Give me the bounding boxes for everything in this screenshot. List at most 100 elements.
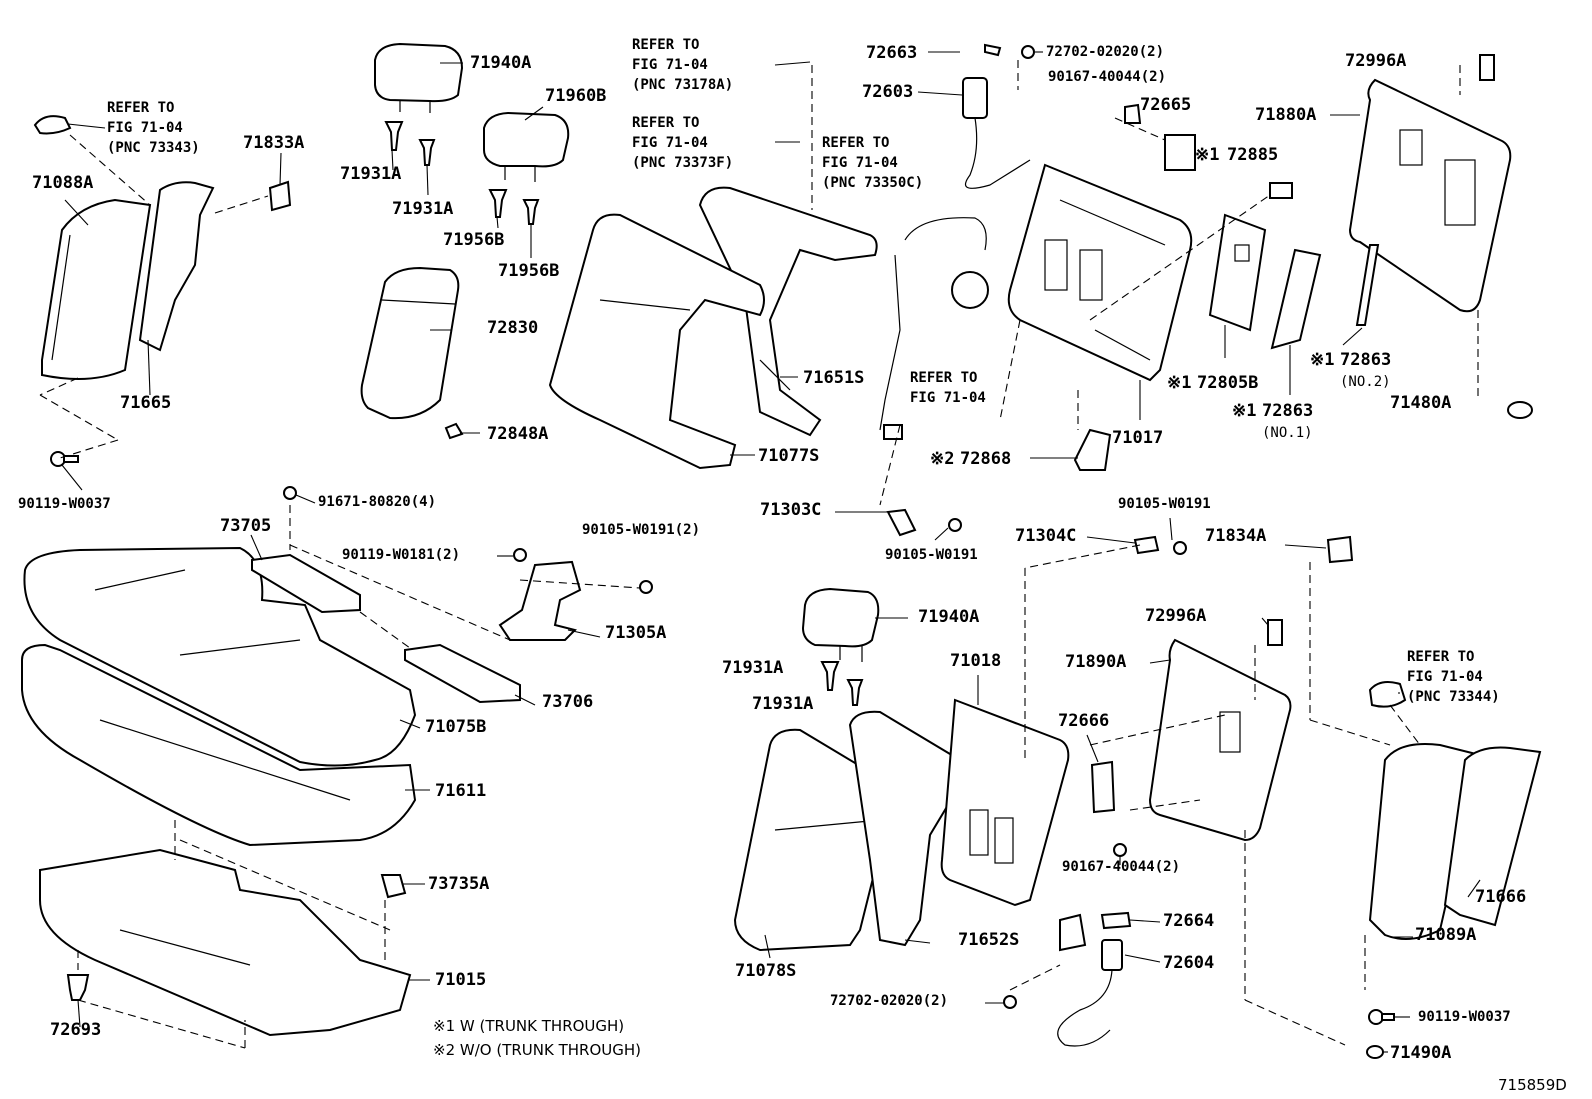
hook-ref-73344 xyxy=(1368,681,1407,708)
assembly-dashed-lines xyxy=(39,60,1479,1049)
wire-73706 xyxy=(404,643,521,704)
part-label-71665: 71665 xyxy=(120,393,172,413)
belt-72604 xyxy=(1003,911,1132,1047)
part-label-71833A: 71833A xyxy=(243,133,305,153)
part-label-71931A: 71931A xyxy=(722,658,784,678)
cushion-cover-71075B xyxy=(23,546,417,767)
part-label-71931A: 71931A xyxy=(392,199,454,219)
part-label-71078S: 71078S xyxy=(735,961,797,981)
mark-72885: ※1 xyxy=(1195,145,1220,165)
part-label-71305A: 71305A xyxy=(605,623,667,643)
mark-72863-no1: ※1 xyxy=(1232,401,1257,421)
part-label-90119-W0037-left: 90119-W0037 xyxy=(18,496,111,512)
stay-72863-no1 xyxy=(1270,248,1322,350)
refer-line: REFER TO xyxy=(107,100,175,116)
refer-note-73343: REFER TO FIG 71-04 (PNC 73343) xyxy=(107,98,200,158)
part-label-71018: 71018 xyxy=(950,651,1002,671)
part-label-90105-W0191-2: 90105-W0191(2) xyxy=(582,522,701,538)
part-label-72664: 72664 xyxy=(1163,911,1215,931)
legend-text: W (TRUNK THROUGH) xyxy=(459,1017,625,1035)
bracket-71305A xyxy=(283,486,653,641)
side-trim-left-71088A xyxy=(41,198,152,380)
belt-retractor-assy xyxy=(879,217,989,440)
refer-note-fig-71-04: REFER TO FIG 71-04 xyxy=(910,368,986,408)
clip-72996A-bottom xyxy=(1267,619,1283,646)
part-label-72863-no1: 72863 xyxy=(1262,401,1314,421)
part-sublabel-no2: (NO.2) xyxy=(1340,374,1391,390)
refer-line: (PNC 73344) xyxy=(1407,689,1500,705)
legend-mark: ※1 xyxy=(433,1017,456,1035)
refer-note-73350C: REFER TO FIG 71-04 (PNC 73350C) xyxy=(822,133,923,193)
part-label-73706: 73706 xyxy=(542,692,594,712)
part-label-90105-W0191-a: 90105-W0191 xyxy=(885,547,978,563)
figure-code: 715859D xyxy=(1498,1076,1567,1094)
refer-line: (PNC 73343) xyxy=(107,140,200,156)
part-label-71880A: 71880A xyxy=(1255,105,1317,125)
board-71890A xyxy=(1148,638,1292,842)
part-label-71088A: 71088A xyxy=(32,173,94,193)
hook-ref-73343 xyxy=(33,115,72,135)
part-label-71931A: 71931A xyxy=(752,694,814,714)
refer-line: REFER TO xyxy=(910,370,978,386)
belt-buckle-72603 xyxy=(962,77,1031,189)
part-label-90119-W0037-right: 90119-W0037 xyxy=(1418,1009,1511,1025)
part-label-90167-40044-top: 90167-40044(2) xyxy=(1048,69,1167,85)
wire-73705 xyxy=(251,553,361,614)
refer-line: (PNC 73350C) xyxy=(822,175,924,191)
clip-72693 xyxy=(66,974,90,1001)
seatback-frame-71018 xyxy=(940,698,1070,907)
part-label-72604: 72604 xyxy=(1163,953,1215,973)
board-71880A xyxy=(1348,78,1512,313)
clip-72996A-top xyxy=(1479,54,1495,81)
refer-line: FIG 71-04 xyxy=(632,135,708,151)
mark-72805B: ※1 xyxy=(1167,373,1192,393)
legend-item-wo-trunk-through: ※2 W/O (TRUNK THROUGH) xyxy=(433,1041,641,1059)
legend-mark: ※2 xyxy=(433,1041,456,1059)
side-trim-inner-71665 xyxy=(138,181,215,352)
part-label-72848A: 72848A xyxy=(487,424,549,444)
mark-72863-no2: ※1 xyxy=(1310,350,1335,370)
part-label-90105-W0191-b: 90105-W0191 xyxy=(1118,496,1211,512)
panel-72805B xyxy=(1208,213,1267,332)
clip-71833A xyxy=(268,180,292,212)
part-label-72885: 72885 xyxy=(1227,145,1279,165)
refer-line: FIG 71-04 xyxy=(822,155,898,171)
part-label-71017: 71017 xyxy=(1112,428,1164,448)
part-label-72830: 72830 xyxy=(487,318,539,338)
plug-71480A xyxy=(1507,401,1533,419)
buckle-bracket xyxy=(1059,913,1087,952)
refer-line: (PNC 73373F) xyxy=(632,155,734,171)
part-label-71960B: 71960B xyxy=(545,86,607,106)
part-label-71666: 71666 xyxy=(1475,887,1527,907)
part-label-72996A-top: 72996A xyxy=(1345,51,1407,71)
bolts-lower-right xyxy=(886,508,1395,1059)
refer-line: REFER TO xyxy=(632,115,700,131)
part-label-72868: 72868 xyxy=(960,449,1012,469)
refer-line: (PNC 73178A) xyxy=(632,77,734,93)
part-label-72702-02020-bottom: 72702-02020(2) xyxy=(830,993,949,1009)
cushion-frame-71015 xyxy=(39,848,412,1037)
refer-line: REFER TO xyxy=(822,135,890,151)
part-label-71956B: 71956B xyxy=(498,261,560,281)
part-label-71077S: 71077S xyxy=(758,446,820,466)
headrest-71960B xyxy=(483,111,570,182)
part-label-71834A: 71834A xyxy=(1205,526,1267,546)
legend-item-w-trunk-through: ※1 W (TRUNK THROUGH) xyxy=(433,1017,624,1035)
part-label-71304C: 71304C xyxy=(1015,526,1077,546)
part-label-73705: 73705 xyxy=(220,516,272,536)
part-sublabel-no1: (NO.1) xyxy=(1262,425,1313,441)
part-label-71303C: 71303C xyxy=(760,500,822,520)
refer-note-73178A: REFER TO FIG 71-04 (PNC 73178A) xyxy=(632,35,733,95)
brackets-upper xyxy=(984,43,1293,471)
stay-72863-no2 xyxy=(1355,244,1380,326)
part-label-71075B: 71075B xyxy=(425,717,487,737)
part-label-90119-W0181: 90119-W0181(2) xyxy=(342,547,461,563)
refer-line: REFER TO xyxy=(632,37,700,53)
part-label-71089A: 71089A xyxy=(1415,925,1477,945)
refer-line: REFER TO xyxy=(1407,649,1475,665)
seatback-cover-71077S xyxy=(548,213,765,470)
refer-note-73373F: REFER TO FIG 71-04 (PNC 73373F) xyxy=(632,113,733,173)
cushion-pad-71611 xyxy=(21,643,417,847)
refer-line: FIG 71-04 xyxy=(632,57,708,73)
